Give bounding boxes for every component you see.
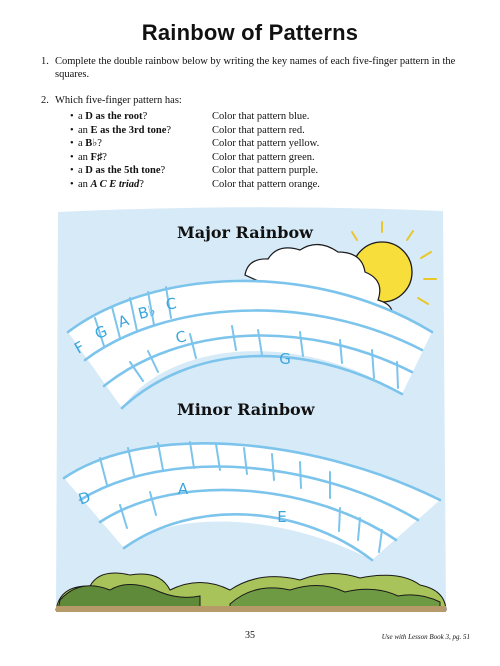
bullet-icon: • (70, 124, 74, 136)
footer-reference: Use with Lesson Book 3, pg. 51 (381, 633, 470, 641)
clue-keyword: B♭ (85, 138, 98, 150)
clue-item: •a B♭? Color that pattern yellow. (70, 138, 320, 150)
major-letter-c-mid: C (174, 327, 188, 347)
question-2-number: 2. (41, 95, 49, 106)
bullet-icon: • (70, 111, 74, 122)
minor-rainbow (62, 441, 442, 562)
clue-keyword: E as the 3rd tone (90, 124, 167, 136)
major-letter-bflat: B♭ (136, 301, 157, 323)
clue-keyword: D as the 5th tone (85, 165, 161, 177)
bullet-icon: • (70, 178, 74, 190)
question-2-text: Which five-finger pattern has: (55, 95, 182, 106)
minor-letter-a: A (178, 480, 189, 498)
bullet-icon: • (70, 151, 74, 163)
clue-item: •a D as the 5th tone? Color that pattern… (70, 165, 319, 177)
minor-rainbow-title: Minor Rainbow (177, 400, 315, 419)
minor-letter-d: D (76, 488, 93, 509)
bullet-icon: • (70, 165, 74, 177)
major-rainbow (66, 279, 434, 410)
clue-list: •a D as the root? Color that pattern blu… (70, 110, 320, 192)
clue-keyword: F♯ (90, 151, 103, 163)
clue-keyword: D as the root (85, 111, 143, 122)
question-1: 1. Complete the double rainbow below by … (41, 55, 461, 81)
clue-item: •an A C E triad? Color that pattern oran… (70, 178, 320, 190)
clue-item: •an F♯? Color that pattern green. (70, 151, 315, 163)
clue-item: •an E as the 3rd tone? Color that patter… (70, 124, 305, 136)
page-title: Rainbow of Patterns (141, 20, 359, 45)
minor-letter-e: E (277, 508, 286, 526)
page-number: 35 (245, 630, 255, 641)
trees-icon (55, 572, 447, 612)
clue-item: •a D as the root? Color that pattern blu… (70, 111, 310, 122)
major-rainbow-title: Major Rainbow (177, 223, 313, 242)
question-1-text: Complete the double rainbow below by wri… (55, 56, 456, 80)
bullet-icon: • (70, 138, 74, 150)
question-1-number: 1. (41, 56, 49, 67)
question-2: 2. Which five-finger pattern has: (41, 94, 461, 107)
clue-keyword: A C E triad (90, 178, 140, 190)
clue-action: Color that pattern blue. (212, 111, 310, 122)
clue-action: Color that pattern orange. (212, 178, 320, 190)
clue-action: Color that pattern red. (212, 124, 305, 136)
major-letter-g-low: G (279, 350, 291, 368)
clue-action: Color that pattern green. (212, 151, 315, 163)
major-letter-c-top: C (164, 294, 177, 314)
clue-action: Color that pattern yellow. (212, 138, 320, 150)
clue-action: Color that pattern purple. (212, 165, 319, 177)
